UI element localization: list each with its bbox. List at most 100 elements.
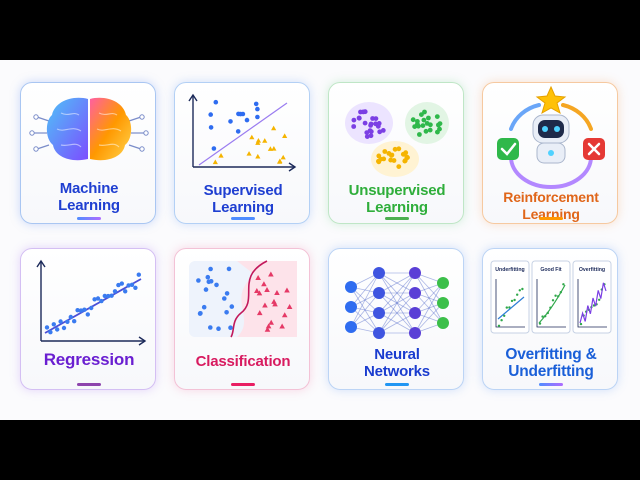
cluster-point xyxy=(364,134,370,139)
network-edge xyxy=(414,302,444,334)
cluster-point xyxy=(351,117,357,123)
cluster-point xyxy=(402,158,408,163)
network-edge xyxy=(350,306,380,334)
data-point xyxy=(500,319,503,322)
network-edge xyxy=(414,272,444,304)
title-underline xyxy=(385,217,409,220)
data-point xyxy=(212,159,218,165)
data-point xyxy=(201,304,207,310)
network-edge xyxy=(350,292,380,328)
data-point xyxy=(129,282,135,287)
network-edge xyxy=(414,282,444,314)
data-point xyxy=(267,146,274,151)
data-point xyxy=(255,274,261,280)
network-node xyxy=(437,317,449,329)
network-node xyxy=(437,297,449,309)
data-point xyxy=(208,112,213,117)
data-point xyxy=(518,289,521,292)
card-title: Unsupervised Learning xyxy=(348,182,446,216)
data-point xyxy=(89,305,94,311)
data-point xyxy=(235,129,241,134)
data-point xyxy=(222,296,227,301)
card-unsupervised-learning: Unsupervised Learning xyxy=(328,82,464,224)
cluster-point xyxy=(434,114,440,119)
data-point xyxy=(554,294,557,297)
cluster-point xyxy=(428,122,433,128)
data-point xyxy=(109,293,114,298)
network-edge xyxy=(350,286,380,314)
data-point xyxy=(284,287,290,293)
cluster-point xyxy=(376,153,382,159)
data-point xyxy=(213,99,219,105)
data-point xyxy=(133,285,138,290)
data-point xyxy=(268,319,274,325)
network-edge xyxy=(414,272,444,324)
fit-curve xyxy=(497,296,525,320)
data-point xyxy=(256,310,263,316)
data-point xyxy=(264,326,271,332)
regression-line-icon xyxy=(36,259,147,346)
data-point xyxy=(226,266,232,272)
data-point xyxy=(244,117,250,123)
concept-grid: Machine Learning Supervised Learning xyxy=(0,60,640,420)
card-reinforcement-learning: Reinforcement Learning xyxy=(482,82,618,224)
data-point xyxy=(255,153,261,159)
network-edge xyxy=(378,312,416,334)
data-point xyxy=(505,306,508,309)
card-title: Classification xyxy=(195,353,291,370)
cluster-point xyxy=(436,122,441,128)
card-machine-learning: Machine Learning xyxy=(20,82,156,224)
network-node xyxy=(345,301,357,313)
cluster-point xyxy=(351,124,357,129)
card-supervised-learning: Supervised Learning xyxy=(174,82,310,224)
cluster-point xyxy=(356,115,362,121)
data-point xyxy=(238,111,243,117)
data-point xyxy=(271,125,277,131)
scatter-plot-icon xyxy=(188,93,297,172)
data-point xyxy=(261,281,267,287)
data-point xyxy=(112,289,118,294)
data-point xyxy=(246,151,252,156)
data-point xyxy=(55,327,60,332)
data-point xyxy=(521,287,524,291)
data-point xyxy=(61,325,67,331)
data-point xyxy=(255,137,262,143)
title-underline xyxy=(231,383,255,386)
data-point xyxy=(229,304,235,309)
data-point xyxy=(102,293,108,299)
data-point xyxy=(95,296,101,301)
network-edge xyxy=(414,292,444,324)
data-point xyxy=(503,314,506,317)
title-underline xyxy=(385,383,409,386)
data-point xyxy=(282,133,288,138)
data-point xyxy=(264,287,270,293)
data-point xyxy=(281,312,288,318)
data-point xyxy=(203,287,209,292)
card-neural-networks: Neural Networks xyxy=(328,248,464,390)
network-edge xyxy=(378,272,416,294)
cluster-point xyxy=(392,146,398,152)
network-node xyxy=(409,307,421,319)
data-point xyxy=(208,125,214,130)
network-edge xyxy=(378,292,416,314)
cluster-point xyxy=(416,123,421,129)
cluster-point xyxy=(396,146,402,152)
data-point xyxy=(255,114,260,120)
network-node xyxy=(409,267,421,279)
data-point xyxy=(598,298,601,301)
data-point xyxy=(541,315,544,318)
network-node xyxy=(373,267,385,279)
title-underline xyxy=(231,217,255,220)
data-point xyxy=(211,146,217,151)
data-point xyxy=(579,322,583,326)
cluster-point xyxy=(391,158,397,163)
network-edge xyxy=(378,272,416,314)
robot-icon xyxy=(497,85,605,189)
data-point xyxy=(51,322,56,327)
network-edge xyxy=(378,312,416,334)
card-title: Machine Learning xyxy=(58,180,120,214)
cluster-point xyxy=(389,152,395,158)
cluster-point xyxy=(396,164,402,169)
